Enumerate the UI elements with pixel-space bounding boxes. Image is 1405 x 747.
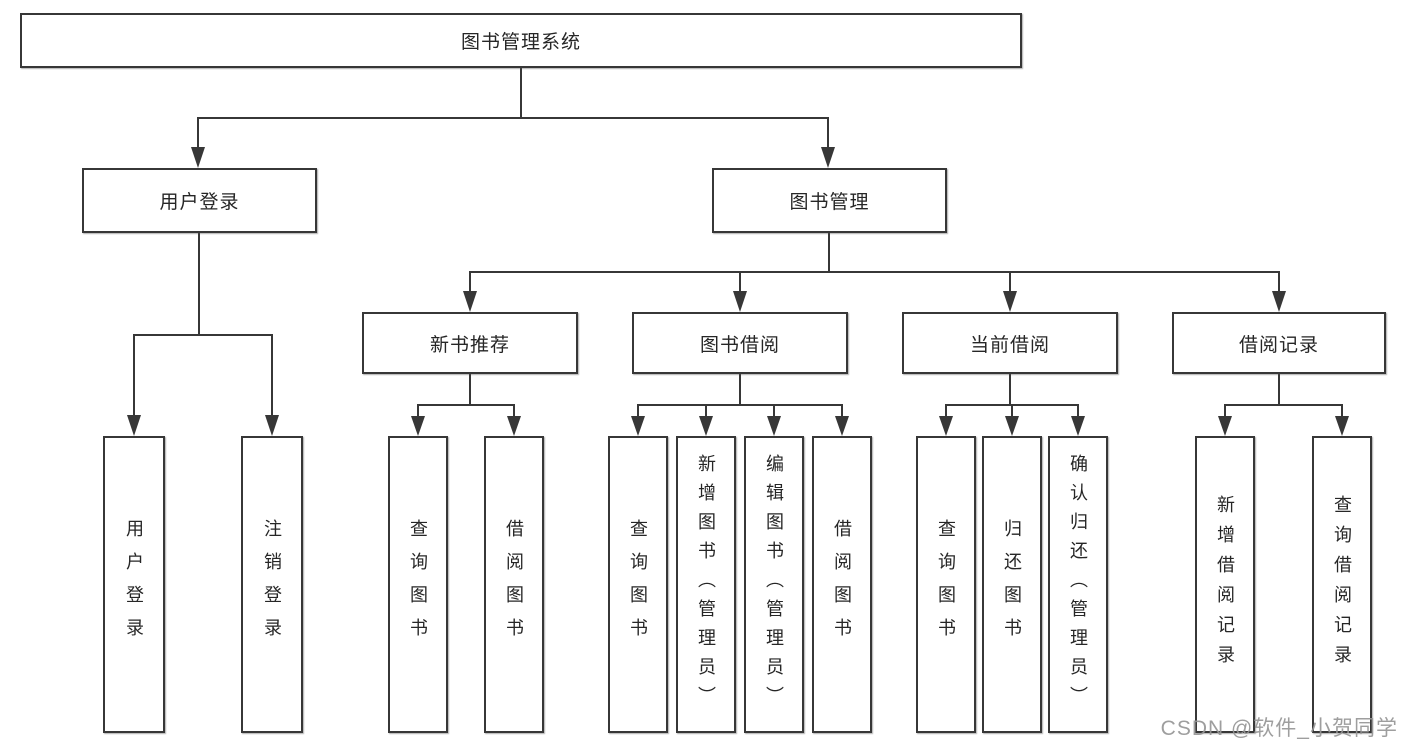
node-new-book-recommend: 新书推荐 — [362, 312, 578, 374]
leaf-query-borrow-record: 查询借阅记录 — [1312, 436, 1372, 733]
leaf-add-books-admin: 新增图书（管理员） — [676, 436, 736, 733]
watermark: CSDN @软件_小贺同学 — [1160, 717, 1398, 740]
leaf-logout-login: 注销登录 — [241, 436, 303, 733]
connectors-new-book-children — [411, 374, 521, 436]
leaf-query-books-current: 查询图书 — [916, 436, 976, 733]
connectors-user-login-children — [127, 233, 279, 436]
leaf-return-books: 归还图书 — [982, 436, 1042, 733]
leaf-user-login: 用户登录 — [103, 436, 165, 733]
connectors-root-to-level2 — [191, 68, 835, 168]
node-current-borrowing: 当前借阅 — [902, 312, 1118, 374]
connectors-current-borrow-children — [939, 374, 1085, 436]
node-borrowing-records: 借阅记录 — [1172, 312, 1386, 374]
leaf-borrow-books-recommend: 借阅图书 — [484, 436, 544, 733]
node-book-borrowing: 图书借阅 — [632, 312, 848, 374]
leaf-query-books-recommend: 查询图书 — [388, 436, 448, 733]
connectors-borrow-records-children — [1218, 374, 1349, 436]
leaf-confirm-return-admin: 确认归还（管理员） — [1048, 436, 1108, 733]
leaf-add-borrow-record: 新增借阅记录 — [1195, 436, 1255, 733]
leaf-edit-books-admin: 编辑图书（管理员） — [744, 436, 804, 733]
leaf-borrow-books-borrowing: 借阅图书 — [812, 436, 872, 733]
node-user-login: 用户登录 — [82, 168, 317, 233]
connectors-book-borrow-children — [631, 374, 849, 436]
connectors-book-mgmt-to-level3 — [463, 233, 1286, 312]
node-book-management: 图书管理 — [712, 168, 947, 233]
node-library-system: 图书管理系统 — [20, 13, 1022, 68]
leaf-query-books-borrowing: 查询图书 — [608, 436, 668, 733]
